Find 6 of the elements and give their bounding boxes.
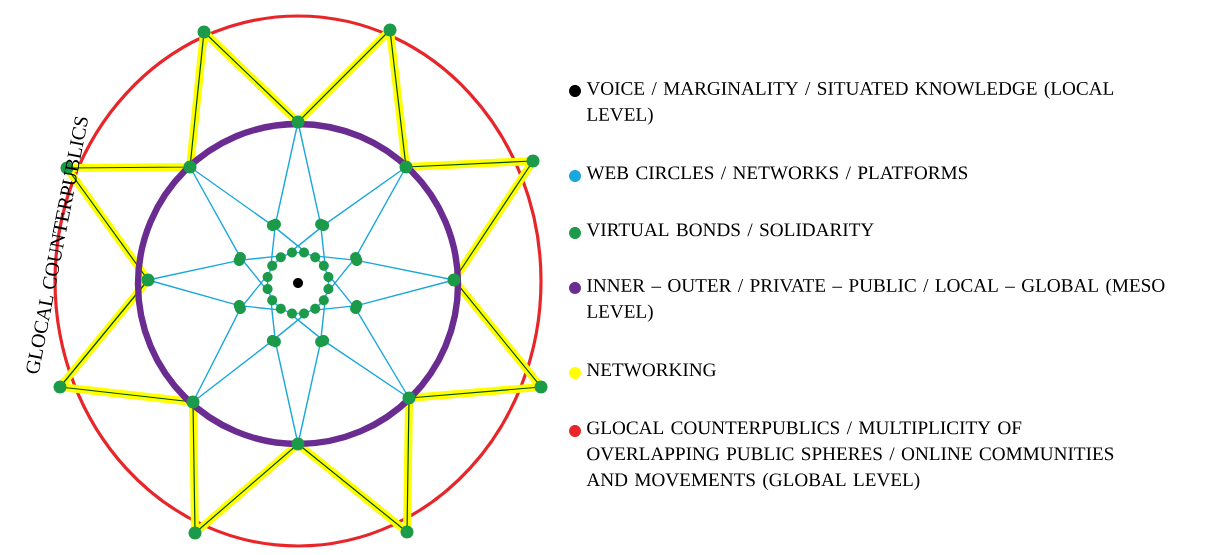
legend-label: VOICE / MARGINALITY / SITUATED KNOWLEDGE (LOCAL LEVEL) bbox=[586, 81, 1114, 125]
legend-label: VIRTUAL BONDS / SOLIDARITY bbox=[586, 223, 874, 237]
legend-label: GLOCAL COUNTERPUBLICS / MULTIPLICITY OF OVERLAPPING PUBLIC SPHERES / ONLINE COMMUNITIES AND MOVEMENTS (GLOBAL LEVEL) bbox=[586, 421, 1114, 491]
legend-label: WEB CIRCLES / NETWORKS / PLATFORMS bbox=[586, 166, 968, 180]
legend-label: NETWORKING bbox=[586, 363, 716, 377]
legend-label: INNER – OUTER / PRIVATE – PUBLIC / LOCAL – GLOBAL (MESO LEVEL) bbox=[586, 278, 1165, 322]
